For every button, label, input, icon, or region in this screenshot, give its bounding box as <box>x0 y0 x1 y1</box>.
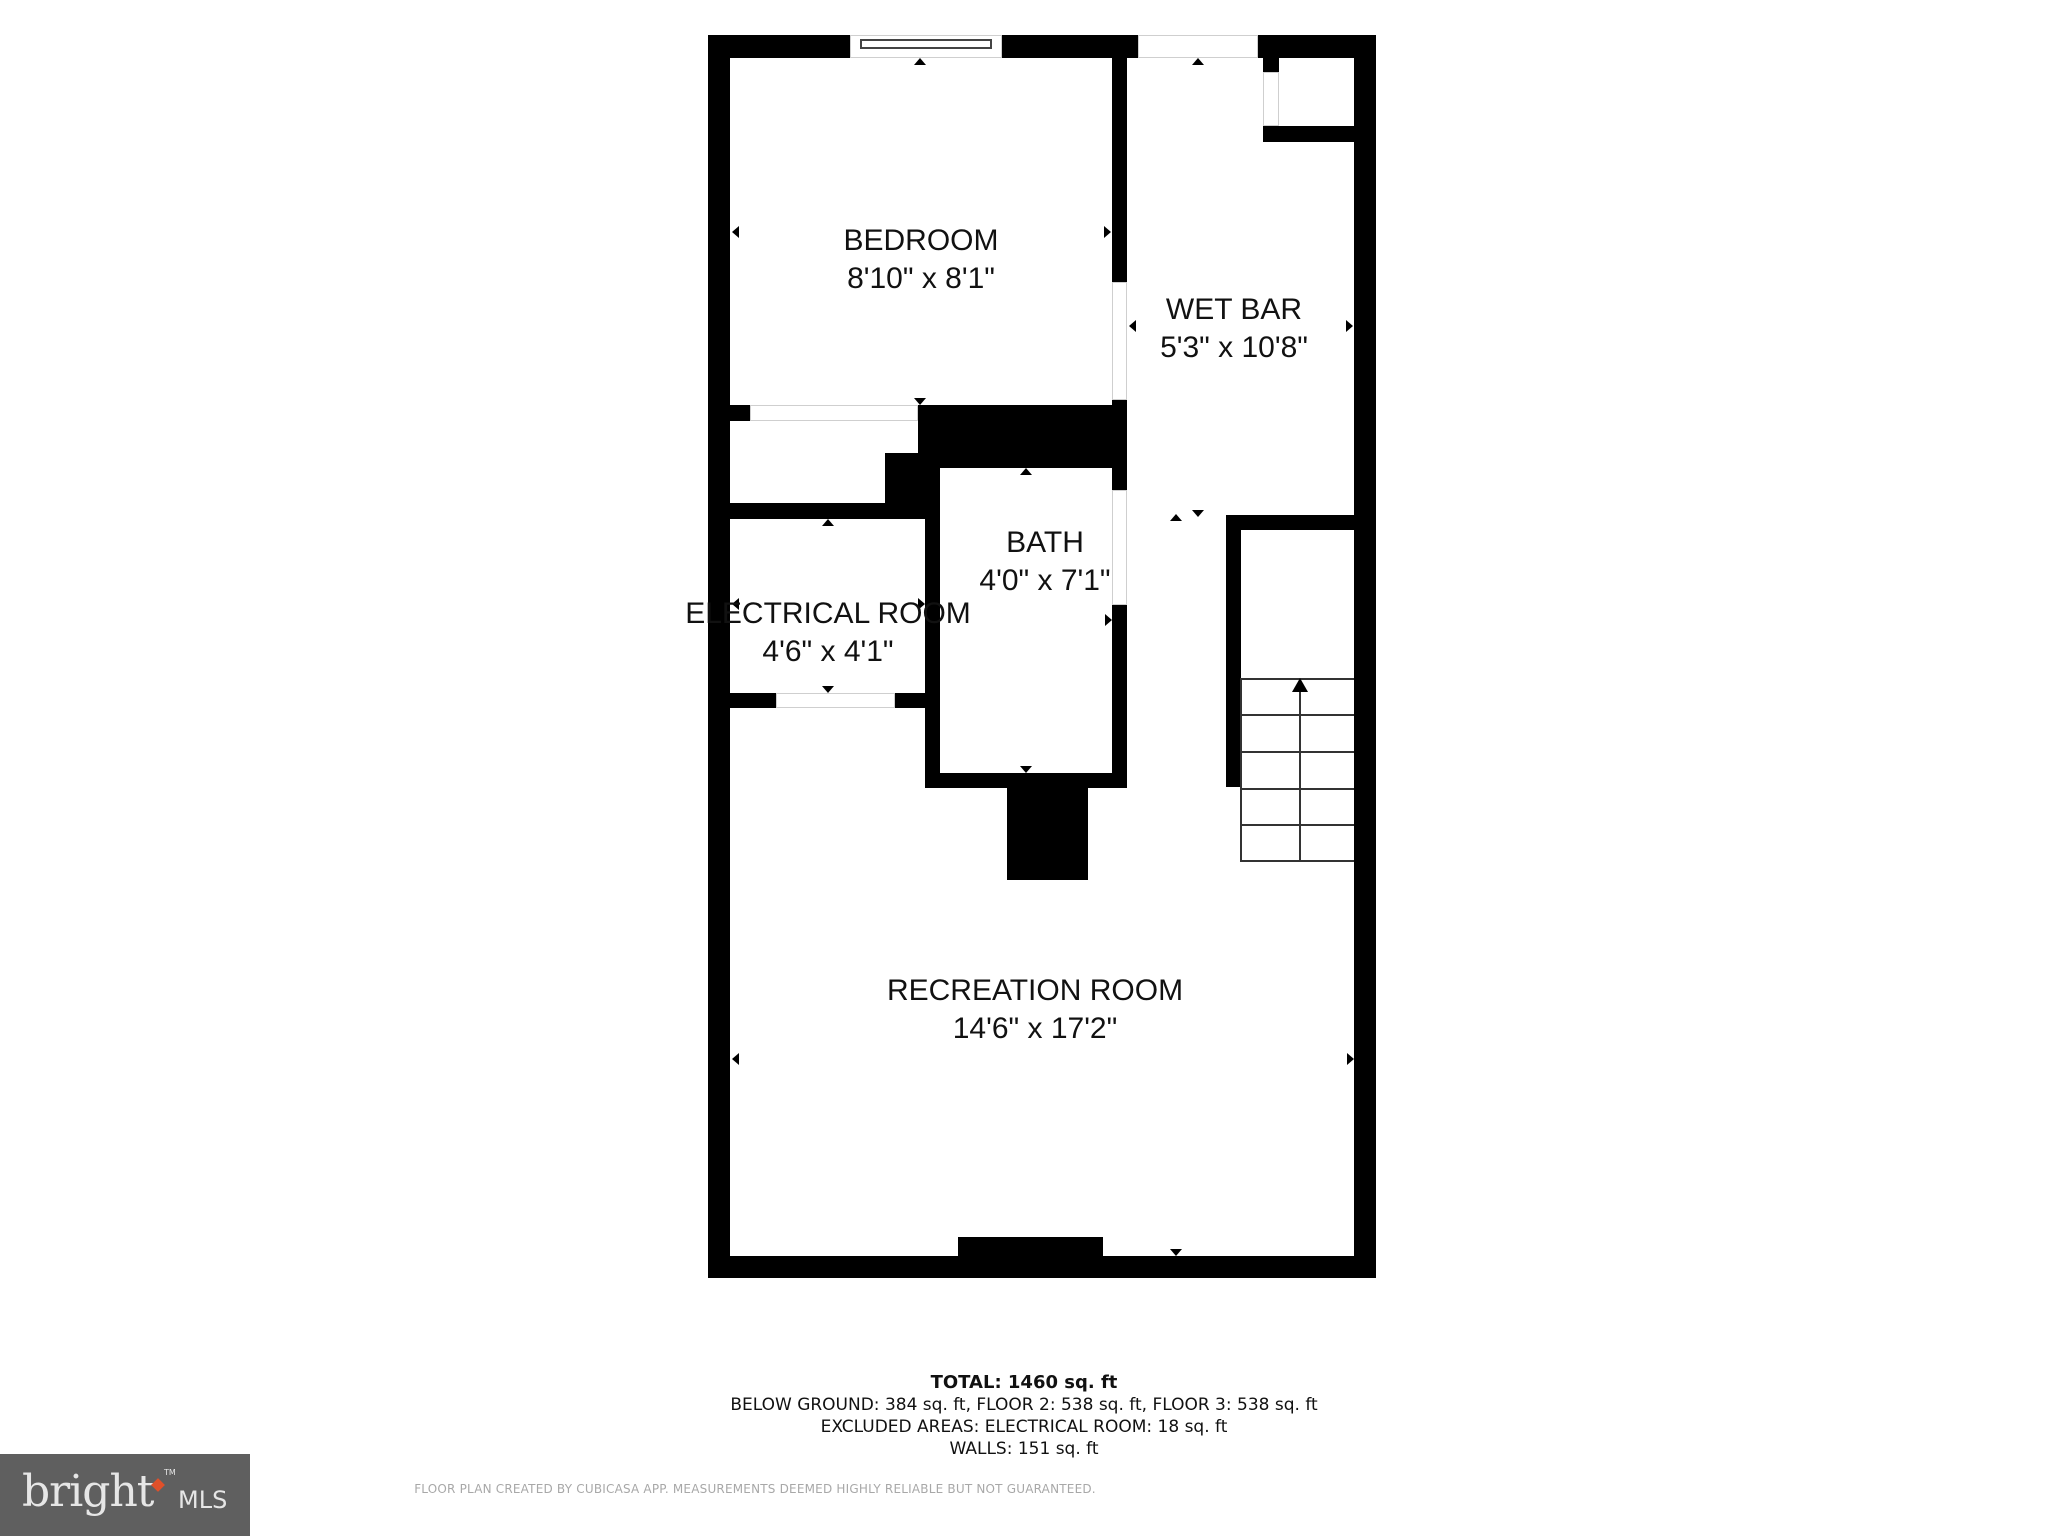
trademark: TM <box>164 1468 176 1477</box>
marker-icon <box>1104 226 1111 238</box>
bottom-wall-notch <box>958 1237 1103 1257</box>
bedroom-bottom-block <box>918 405 1127 468</box>
stair-direction-line <box>1299 686 1301 862</box>
room-dimensions: 5'3" x 10'8" <box>1160 331 1308 364</box>
floor-areas: BELOW GROUND: 384 sq. ft, FLOOR 2: 538 s… <box>730 1395 1318 1415</box>
marker-icon <box>732 226 739 238</box>
marker-icon <box>822 519 834 526</box>
room-label-recreation-room: RECREATION ROOM 14'6" x 17'2" <box>887 972 1183 1048</box>
electrical-door-opening <box>776 693 895 708</box>
marker-icon <box>1346 320 1353 332</box>
stair-up-arrow-icon <box>1292 678 1308 692</box>
marker-icon <box>1020 468 1032 475</box>
closet-opening <box>1263 72 1279 126</box>
excluded-areas: EXCLUDED AREAS: ELECTRICAL ROOM: 18 sq. … <box>820 1417 1228 1437</box>
outer-wall-top-left <box>708 35 850 58</box>
marker-icon <box>732 598 739 610</box>
room-name: BEDROOM <box>843 224 999 257</box>
room-dimensions: 8'10" x 8'1" <box>847 262 995 295</box>
bedroom-bottom-stub <box>730 405 750 421</box>
marker-icon <box>914 398 926 405</box>
outer-wall-top-middle <box>1002 35 1138 58</box>
bedroom-window-frame <box>860 39 992 49</box>
room-name: BATH <box>1006 526 1084 559</box>
marker-icon <box>1105 614 1112 626</box>
marker-icon <box>918 598 925 610</box>
marker-icon <box>732 1053 739 1065</box>
room-label-bath: BATH 4'0" x 7'1" <box>979 524 1110 600</box>
outer-wall-right <box>1354 35 1376 1278</box>
hall-step-block <box>885 453 925 505</box>
room-name: RECREATION ROOM <box>886 974 1184 1007</box>
logo-wordmark: bright <box>22 1466 154 1517</box>
bath-right-wall <box>1112 605 1127 788</box>
chimney-block <box>1007 788 1088 880</box>
marker-icon <box>1192 510 1204 517</box>
room-name: ELECTRICAL ROOM <box>685 597 971 630</box>
top-entry-opening <box>1138 35 1258 58</box>
room-dimensions: 4'6" x 4'1" <box>762 635 894 668</box>
room-label-wet-bar: WET BAR 5'3" x 10'8" <box>1160 291 1308 367</box>
bedroom-side-opening <box>1112 282 1127 400</box>
room-label-electrical-room: ELECTRICAL ROOM 4'6" x 4'1" <box>685 595 971 671</box>
bedroom-right-wall-upper <box>1112 58 1127 282</box>
room-dimensions: 14'6" x 17'2" <box>952 1012 1118 1045</box>
bath-bottom-wall <box>925 773 1127 788</box>
walls-area: WALLS: 151 sq. ft <box>949 1439 1099 1459</box>
outer-wall-top-right <box>1258 35 1376 58</box>
closet-stub <box>1263 58 1279 72</box>
room-dimensions: 4'0" x 7'1" <box>979 564 1111 597</box>
bright-mls-logo: bright TM MLS <box>0 1454 250 1536</box>
marker-icon <box>822 686 834 693</box>
room-label-bedroom: BEDROOM 8'10" x 8'1" <box>843 222 998 298</box>
closet-door-opening <box>750 405 918 421</box>
disclaimer: FLOOR PLAN CREATED BY CUBICASA APP. MEAS… <box>414 1482 1096 1496</box>
closet-wall <box>1263 126 1354 142</box>
bath-door-opening <box>1112 490 1127 605</box>
bath-left-wall <box>925 468 940 788</box>
electrical-top-wall <box>730 503 925 519</box>
marker-icon <box>1020 766 1032 773</box>
marker-icon <box>1192 58 1204 65</box>
electrical-bottom-stub-left <box>730 693 776 708</box>
stair-top-wall <box>1226 515 1354 530</box>
outer-wall-left <box>708 35 730 1278</box>
room-name: WET BAR <box>1165 293 1303 326</box>
marker-icon <box>1170 514 1182 521</box>
staircase <box>1240 678 1354 862</box>
marker-icon <box>1129 320 1136 332</box>
area-summary: TOTAL: 1460 sq. ft BELOW GROUND: 384 sq.… <box>0 1372 2048 1460</box>
stair-left-wall <box>1226 515 1241 787</box>
marker-icon <box>914 58 926 65</box>
outer-wall-bottom <box>708 1256 1376 1278</box>
marker-icon <box>1347 1053 1354 1065</box>
marker-icon <box>1170 1249 1182 1256</box>
electrical-bottom-stub-right <box>895 693 925 708</box>
total-area: TOTAL: 1460 sq. ft <box>930 1372 1118 1393</box>
logo-mls: MLS <box>178 1486 228 1514</box>
